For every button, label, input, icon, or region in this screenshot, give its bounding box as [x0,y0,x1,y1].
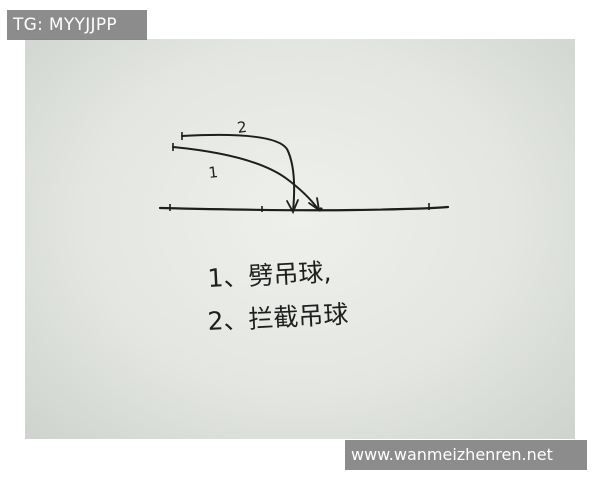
trajectory-label-1: 1 [208,163,219,182]
trajectory-1-arrowhead [308,197,321,212]
handwritten-note-photo: 2 1 1、劈吊球, 2、拦截吊球 [25,39,575,439]
trajectory-1-curve [172,146,319,210]
watermark-site: www.wanmeizhenren.net [345,440,587,470]
note-drawing: 2 1 1、劈吊球, 2、拦截吊球 [158,118,450,336]
watermark-tag: TG: MYYJJPP [7,10,147,40]
legend-line-2: 2、拦截吊球 [207,300,349,336]
trajectory-label-2: 2 [236,118,248,137]
landing-dot [319,207,323,211]
court-baseline [158,205,450,212]
trajectory-2-arrowhead [286,199,299,215]
legend-line-1: 1、劈吊球, [207,258,332,293]
